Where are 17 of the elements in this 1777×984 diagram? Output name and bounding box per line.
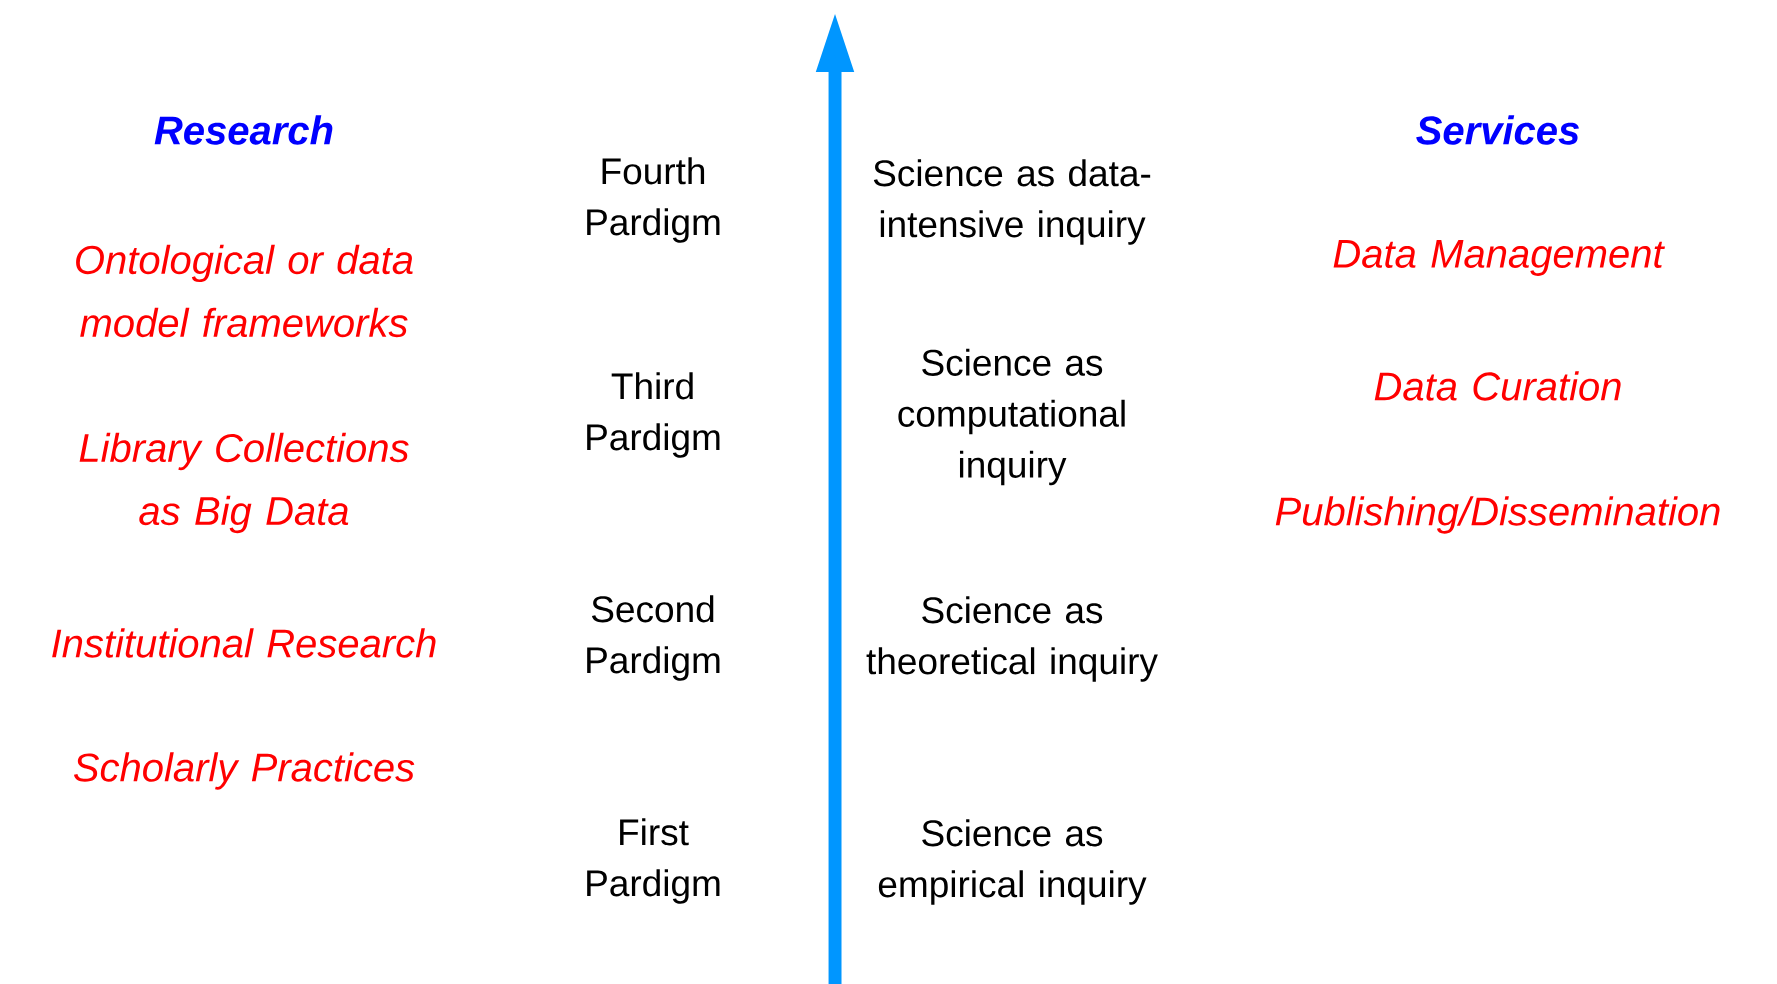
label: Data Curation xyxy=(1374,371,1621,401)
label: Scholarly Practices xyxy=(73,752,415,790)
label: Library Collections as Big Data xyxy=(79,432,409,534)
label: Science as empirical inquiry xyxy=(878,819,1147,905)
label: Ontological or data model frameworks xyxy=(76,244,413,338)
label: Third Pardigm xyxy=(587,372,720,458)
heading: Services xyxy=(1416,115,1579,145)
label: Science as computational inquiry xyxy=(898,348,1125,486)
label: Science as data-intensive inquiry xyxy=(873,159,1151,245)
label: Institutional Research xyxy=(52,628,436,658)
label: First Pardigm xyxy=(587,818,720,904)
label: Second Pardigm xyxy=(587,595,720,681)
heading: Research xyxy=(154,115,333,145)
label: Data Management xyxy=(1333,240,1665,276)
label: Publishing/Dissemination xyxy=(1275,496,1720,534)
label: Fourth Pardigm xyxy=(587,157,720,243)
label: Science as theoretical inquiry xyxy=(866,596,1158,682)
